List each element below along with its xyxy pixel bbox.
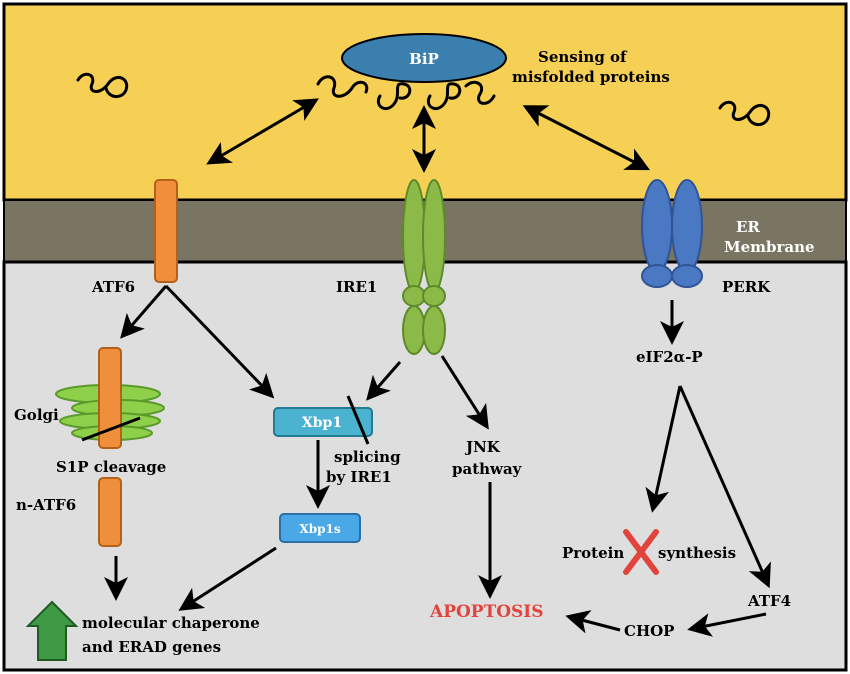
splice-cut-line [346, 395, 370, 445]
xbp1-box [273, 407, 373, 437]
bip-label: BiP [409, 50, 439, 68]
ire1-sensor [402, 179, 446, 355]
n-atf6-fragment [98, 477, 122, 547]
atf4-label: ATF4 [747, 592, 791, 610]
green-up-arrow-icon [25, 600, 79, 661]
atf6-sensor [154, 179, 178, 283]
chop-to-apoptosis-arrow [565, 610, 621, 634]
xbp1s-to-chaperone-arrow [178, 546, 277, 611]
s1p-cut-line [81, 416, 141, 442]
synthesis-label: synthesis [658, 544, 736, 562]
ire1-to-jnk-arrow [440, 355, 489, 430]
splicing-label-line2: by IRE1 [326, 468, 392, 486]
bip-arrows [206, 98, 651, 173]
golgi-label: Golgi [14, 406, 59, 424]
perk-sensor [641, 179, 703, 288]
xbp1-label: Xbp1 [302, 415, 342, 431]
er-membrane-label-line1: ER [736, 218, 760, 236]
chaperone-label-line1: molecular chaperone [82, 614, 260, 632]
perk-label: PERK [722, 278, 771, 296]
sensing-label-line1: Sensing of [538, 48, 628, 66]
jnk-label-line1: JNK [464, 438, 501, 456]
eif2a-to-atf4-arrow [678, 385, 771, 589]
eif2a-label: eIF2α-P [636, 348, 703, 366]
s1p-cleavage-label: S1P cleavage [56, 458, 166, 476]
atf6-label: ATF6 [91, 278, 135, 296]
atf6-arrows [120, 284, 275, 399]
ire1-to-xbp1-arrow [366, 361, 402, 401]
red-x-icon [623, 529, 659, 575]
n-atf6-label: n-ATF6 [16, 496, 76, 514]
splicing-label-line1: splicing [334, 448, 401, 466]
jnk-label-line2: pathway [452, 460, 523, 478]
ire1-label: IRE1 [336, 278, 377, 296]
er-membrane-label-line2: Membrane [724, 238, 815, 256]
chop-label: CHOP [624, 622, 674, 640]
sensing-label-line2: misfolded proteins [512, 68, 670, 86]
apoptosis-label: APOPTOSIS [429, 602, 544, 622]
protein-label: Protein [562, 544, 624, 562]
bip-chaperone [341, 33, 507, 83]
xbp1s-label: Xbp1s [299, 522, 340, 536]
chaperone-label-line2: and ERAD genes [82, 638, 221, 656]
xbp1s-box [279, 513, 361, 543]
eif2a-to-protein-arrow [645, 385, 682, 513]
atf4-to-chop-arrow [687, 612, 767, 637]
atf6-in-golgi [98, 347, 122, 449]
